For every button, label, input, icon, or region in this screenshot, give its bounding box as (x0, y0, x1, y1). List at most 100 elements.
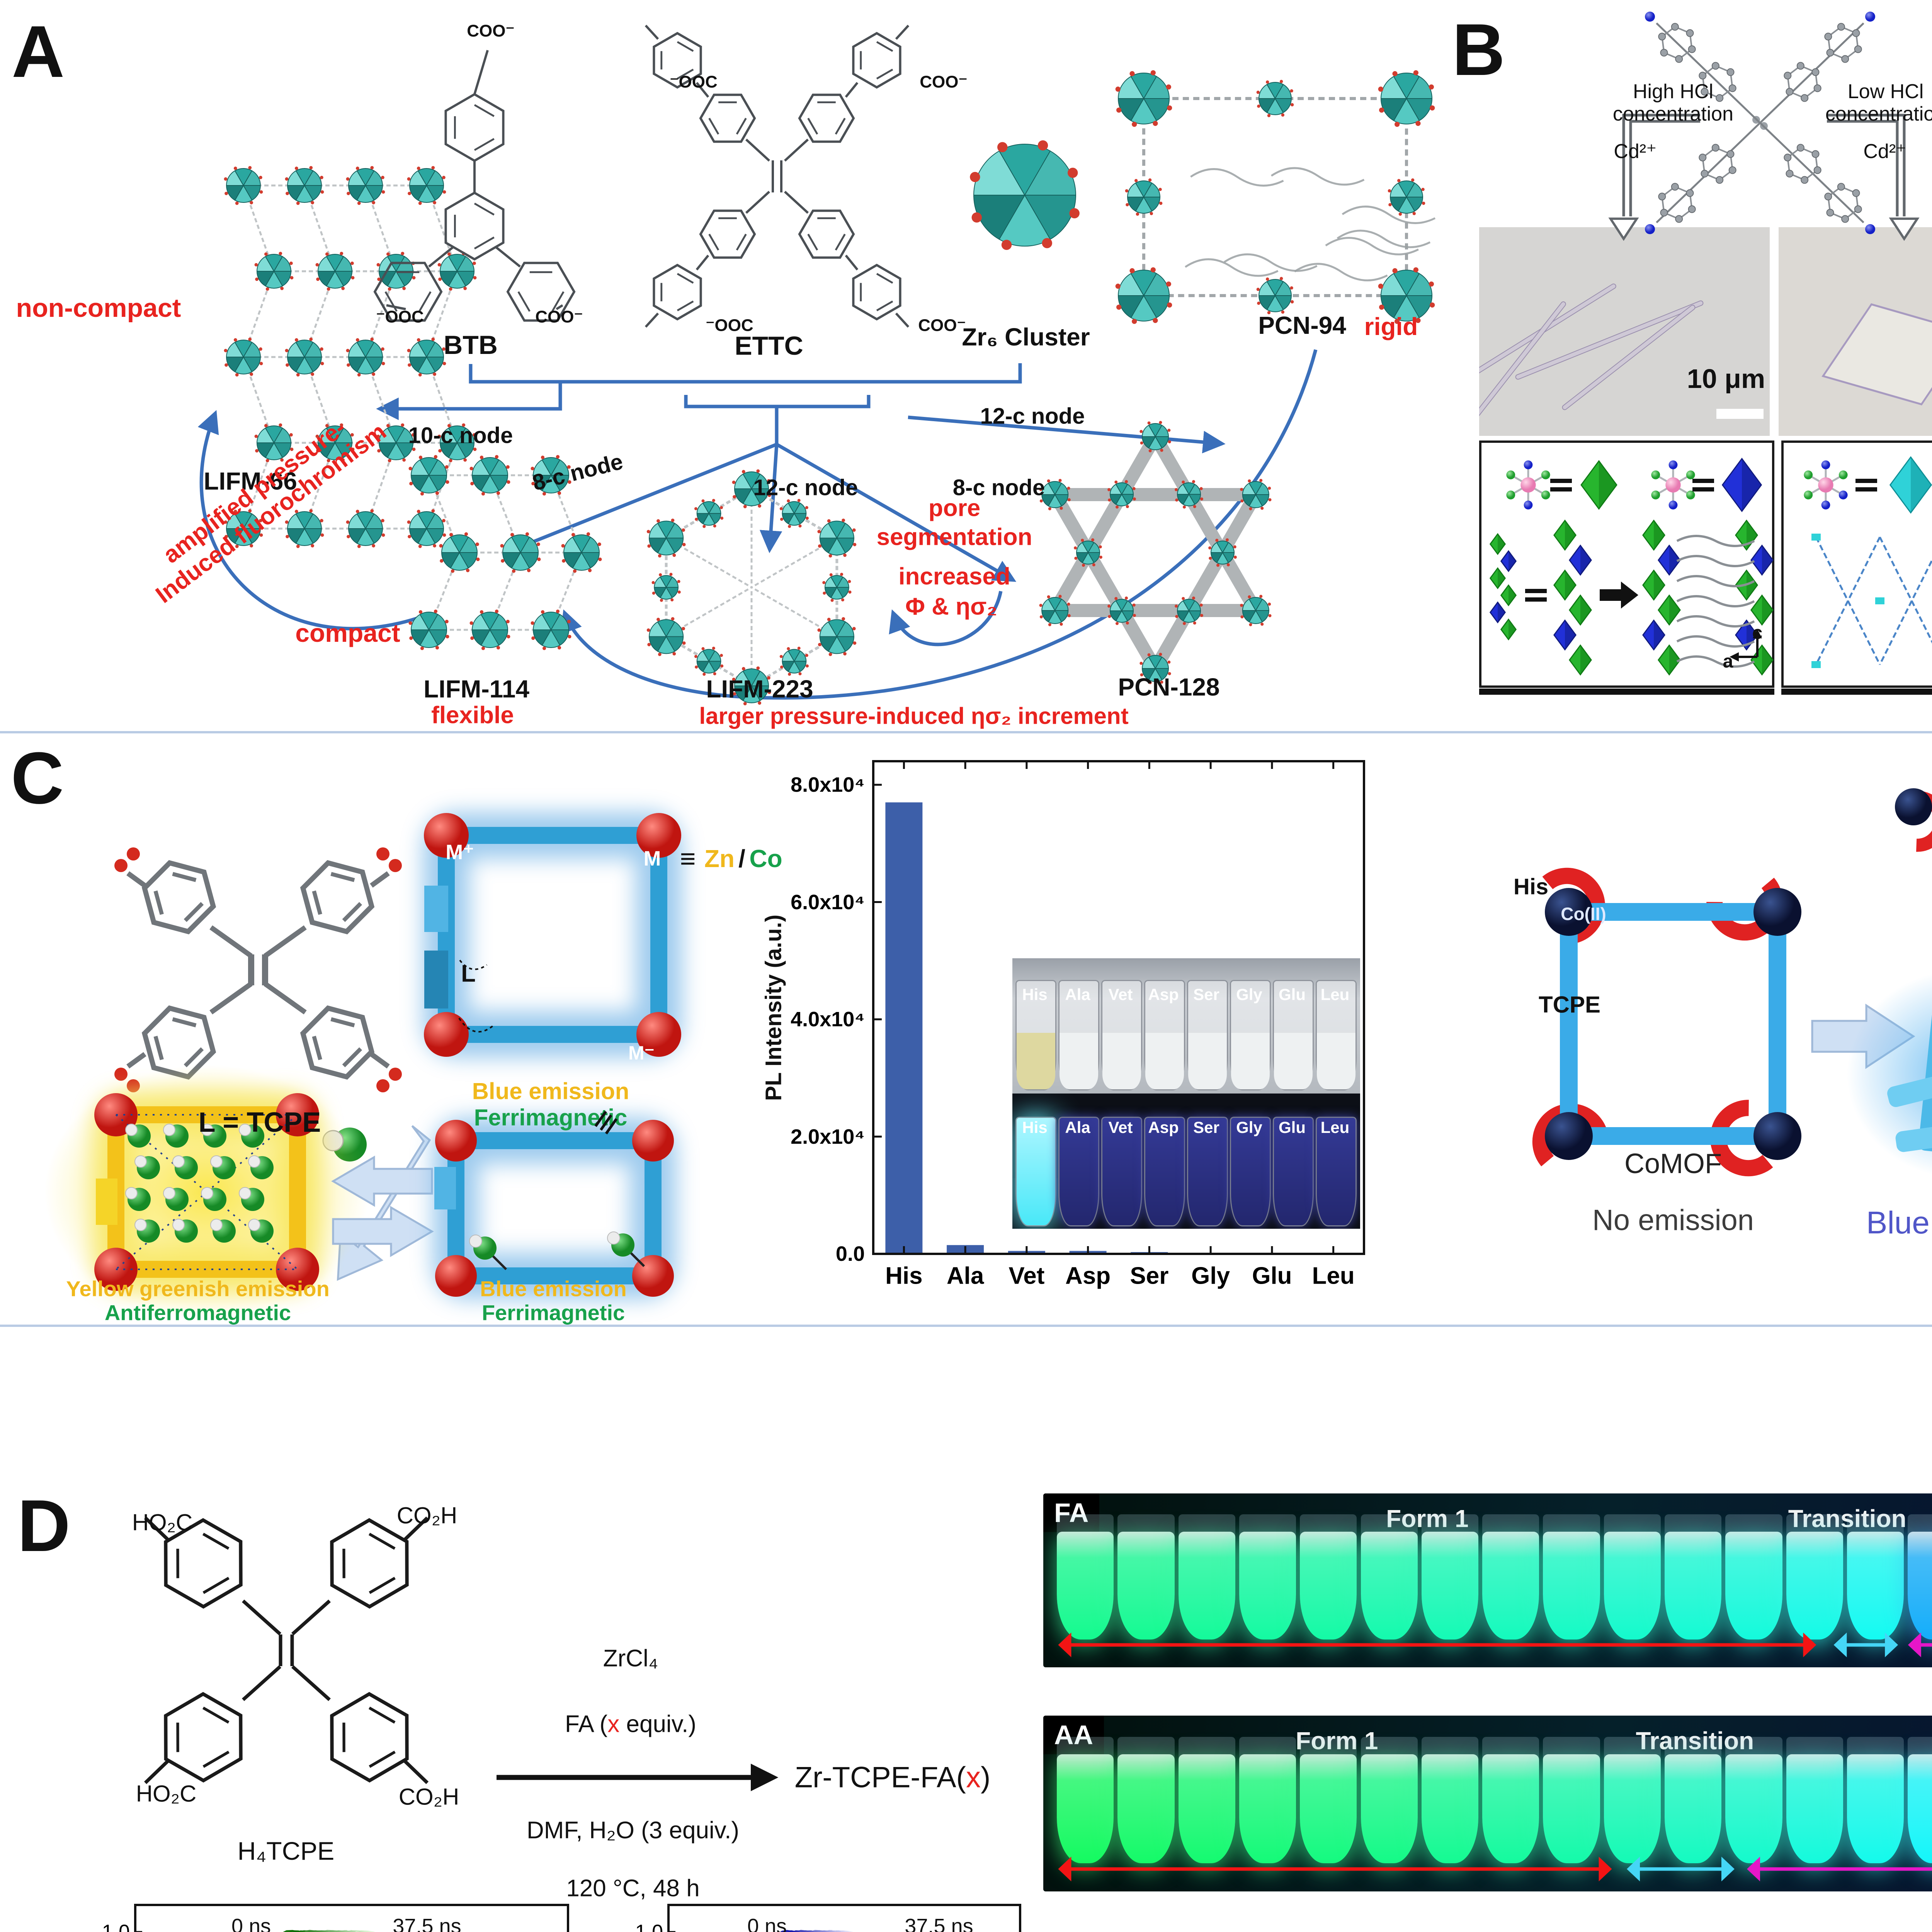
mof-square-blue-bottom (434, 1120, 674, 1297)
oxygen-dot (1114, 481, 1117, 484)
oxygen-dot (652, 592, 655, 595)
carbon-ball (1842, 56, 1849, 63)
label-m-minus: M⁻ (628, 1042, 655, 1064)
hcl-guest-h (239, 1187, 251, 1199)
oxygen-dot (234, 338, 237, 342)
oxygen-dot (817, 628, 821, 632)
oxygen-dot (720, 506, 723, 509)
ligand-ball (1669, 461, 1678, 469)
oxygen-dot (512, 569, 515, 573)
ligand-ball (1541, 491, 1550, 500)
oxygen-dot (1107, 488, 1111, 491)
ligand-ball (1651, 491, 1660, 500)
oxygen-dot (1257, 302, 1260, 305)
cd-ball (1665, 477, 1681, 493)
oxygen-dot (295, 167, 298, 170)
bar-category-label: Gly (1191, 1262, 1230, 1290)
pyridine-n (1865, 12, 1875, 22)
oxygen-dot (840, 573, 843, 576)
oxygen-dot (1175, 488, 1178, 491)
octahedron-facet (1762, 546, 1773, 575)
oxygen-dot (495, 609, 498, 613)
bar-category-label: Asp (1065, 1262, 1111, 1290)
label-btb: BTB (444, 330, 498, 360)
oxygen-dot (970, 172, 980, 182)
ligand-ball (1541, 471, 1550, 480)
oxygen-dot (481, 492, 485, 495)
ligand-ball (1839, 471, 1848, 480)
oxygen-dot (341, 287, 345, 290)
oxygen-dot (431, 166, 435, 170)
label-lifm-223: LIFM-223 (706, 675, 813, 703)
oxygen-dot (418, 545, 422, 548)
oxygen-dot (672, 652, 676, 656)
benzene-ring (145, 863, 213, 932)
daylight-vial-label: Ser (1187, 985, 1226, 1004)
carbon-ball (1853, 190, 1860, 197)
oxygen-dot (1048, 507, 1051, 510)
vial (1117, 1532, 1174, 1639)
double-bond (709, 118, 718, 134)
oxygen-dot (672, 554, 676, 557)
oxygen-dot (248, 166, 252, 170)
oxygen-dot (388, 459, 391, 463)
oxygen-dot (401, 423, 404, 427)
double-bond (474, 204, 494, 215)
octahedron-facet (1599, 461, 1617, 509)
oxygen-dot (1175, 615, 1178, 618)
double-bond (156, 891, 162, 914)
hcl-guest-h (248, 1156, 260, 1167)
green-anno-start: 0 ns (231, 1914, 271, 1932)
hcl-h (607, 1232, 620, 1244)
bond (211, 927, 251, 956)
oxygen-dot (1166, 281, 1171, 286)
oxygen-dot (1140, 441, 1143, 444)
mof-node (647, 617, 686, 656)
oxygen-dot (463, 287, 467, 290)
carbon-ball (1716, 95, 1723, 102)
label-blue-emission-3: Blue emission (1866, 1205, 1932, 1241)
label-co2h-br: CO₂H (399, 1784, 459, 1810)
oxygen-dot (407, 177, 411, 181)
octahedron-facet (1747, 520, 1757, 550)
label-increased: increased (898, 563, 1010, 590)
oxygen-dot (290, 276, 294, 279)
oxygen-dot (1067, 487, 1070, 490)
ytick-label: 1.0 (102, 1920, 130, 1932)
panel-divider-1 (0, 731, 1932, 733)
oxygen-dot (1149, 449, 1152, 452)
oxygen-dot (431, 509, 435, 513)
equals-sign (1692, 479, 1714, 483)
carbon-ball (1855, 206, 1862, 213)
label-coo-btb-top: COO⁻ (467, 21, 514, 41)
oxygen-dot (756, 667, 760, 670)
oxygen-dot (660, 599, 663, 602)
bar-category-label: Glu (1252, 1262, 1292, 1290)
cage-linker (1342, 207, 1435, 223)
vial (1665, 1754, 1721, 1863)
octahedron-facet (1509, 619, 1516, 639)
oxygen-dot (1039, 604, 1043, 607)
oxygen-dot (647, 628, 650, 632)
oxygen-dot (382, 190, 385, 194)
octahedron-facet (1580, 546, 1591, 575)
label-cd-right: Cd²⁺ (1863, 140, 1906, 163)
bond (896, 26, 908, 39)
bond (371, 1054, 388, 1066)
label-tcpe-left: TCPE (1539, 992, 1600, 1018)
co-node (1753, 888, 1801, 936)
oxygen-dot (1200, 497, 1203, 500)
label-segmentation: segmentation (876, 524, 1032, 551)
oxygen-dot (852, 528, 856, 532)
double-bond (677, 301, 693, 311)
oxygen-dot (412, 276, 416, 279)
oxygen-dot (279, 423, 282, 427)
oxygen-dot (442, 176, 446, 179)
ligand-ball (1821, 461, 1830, 469)
oxygen-dot (296, 202, 300, 205)
double-bond (808, 118, 817, 134)
fluorescence-strip-aa: AAForm 1TransitionForm 2 (1043, 1716, 1932, 1891)
co-bead (1895, 788, 1932, 825)
vial-liquid (1317, 1033, 1355, 1089)
vial (1179, 1754, 1235, 1863)
